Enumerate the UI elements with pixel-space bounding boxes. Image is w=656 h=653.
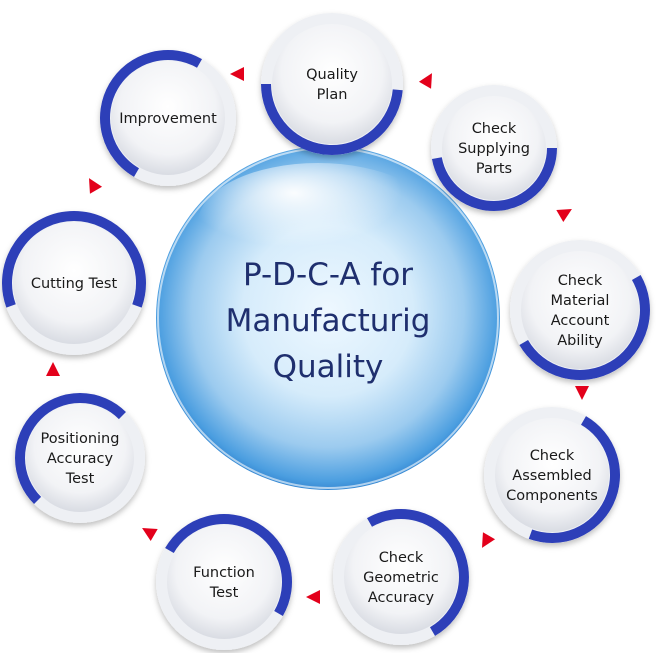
node-label-line: Ability <box>557 333 603 349</box>
node-label-line: Material <box>551 293 610 309</box>
node-inner <box>111 61 225 175</box>
flow-arrow <box>482 532 496 548</box>
node-inner <box>167 525 281 639</box>
node-ring-arc <box>15 393 126 504</box>
node-label-line: Check <box>558 273 603 289</box>
node-ring-arc <box>261 83 403 155</box>
node-label-line: Assembled <box>512 468 591 484</box>
node-label: Cutting Test <box>31 276 118 292</box>
flow-arrow <box>556 209 572 223</box>
node-inner <box>495 418 609 532</box>
node-label-line: Plan <box>317 87 348 103</box>
node-ring-arc <box>431 147 557 211</box>
node-label-line: Check <box>472 121 517 137</box>
node-ring-arc <box>2 211 146 308</box>
flow-arrow <box>142 528 158 542</box>
node-label-line: Improvement <box>119 111 217 127</box>
node-ring-arc <box>519 275 650 380</box>
center-title-line: Quality <box>273 349 384 385</box>
node-label-line: Check <box>379 550 424 566</box>
node-ring-arc <box>367 509 469 636</box>
node-label-line: Check <box>530 448 575 464</box>
node-label: Improvement <box>119 111 217 127</box>
node-improvement: Improvement <box>100 50 236 186</box>
node-cutting-test: Cutting Test <box>2 211 146 355</box>
flow-arrow <box>89 178 103 194</box>
flow-arrow <box>230 67 244 81</box>
node-label-line: Accuracy <box>368 590 435 606</box>
node-ring-arc <box>100 50 202 177</box>
node-label-line: Supplying <box>458 141 530 157</box>
node-ring-arc <box>528 416 620 543</box>
node-inner <box>272 24 392 144</box>
node-inner <box>26 404 134 512</box>
node-label-line: Account <box>551 313 610 329</box>
node-label-line: Components <box>506 488 598 504</box>
node-label-line: Test <box>65 471 95 487</box>
node-label-line: Parts <box>476 161 512 177</box>
center-title-line: Manufacturig <box>226 303 431 339</box>
node-label-line: Cutting Test <box>31 276 118 292</box>
node-label-line: Positioning <box>41 431 120 447</box>
node-inner <box>344 520 458 634</box>
flow-arrow <box>418 73 432 89</box>
node-inner <box>442 96 546 200</box>
node-label-line: Geometric <box>363 570 439 586</box>
flow-arrow <box>306 590 320 604</box>
node-inner <box>521 251 639 369</box>
node-ring-arc <box>165 514 292 616</box>
flow-arrow <box>46 362 60 376</box>
node-label-line: Function <box>193 565 255 581</box>
node-label-line: Test <box>209 585 239 601</box>
node-label-line: Accuracy <box>47 451 114 467</box>
node-inner <box>13 222 135 344</box>
node-label-line: Quality <box>306 67 358 83</box>
center-title-line: P-D-C-A for <box>243 257 413 293</box>
sphere-highlight <box>198 163 438 283</box>
flow-arrow <box>575 386 589 400</box>
